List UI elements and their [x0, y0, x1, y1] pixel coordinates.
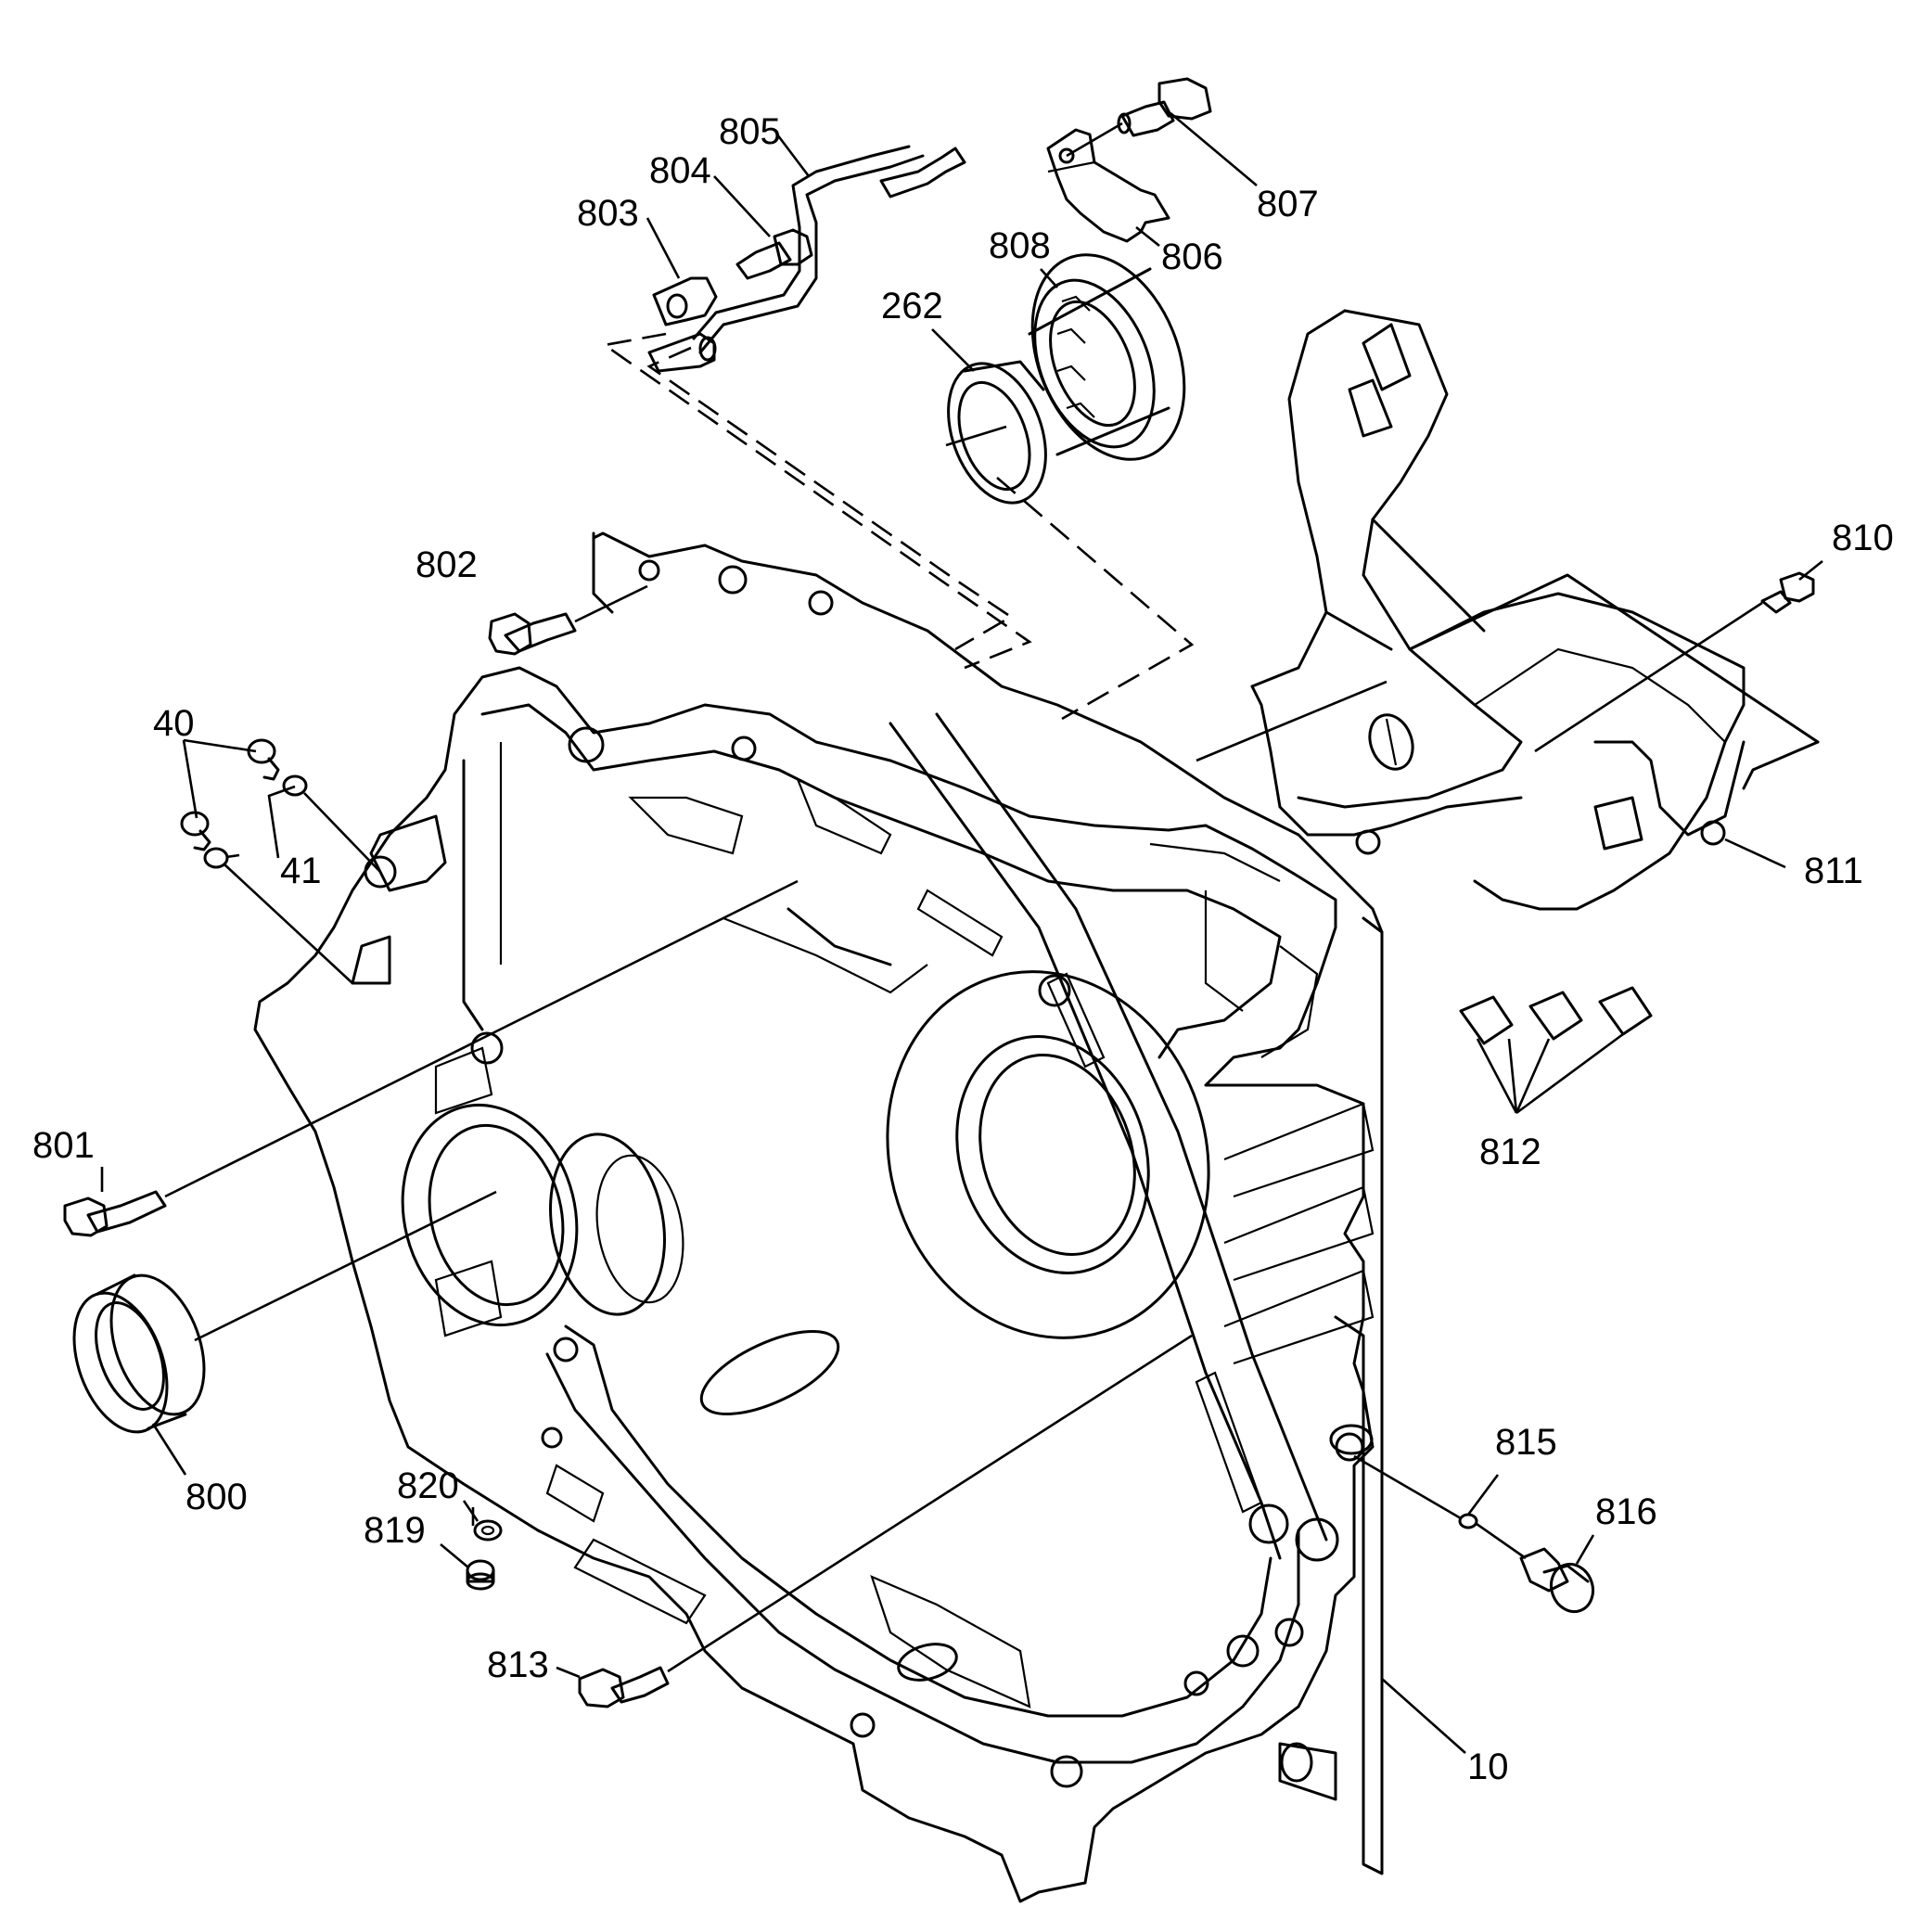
bolt-810	[1534, 571, 1815, 753]
callout-800: 800	[185, 1477, 248, 1517]
callout-812: 812	[1479, 1132, 1541, 1172]
callout-813: 813	[487, 1644, 549, 1685]
bolt-804	[735, 228, 813, 280]
callout-803: 803	[577, 193, 639, 234]
plug-40-upper	[247, 738, 280, 781]
bolt-813	[578, 1334, 1193, 1708]
seal-815	[1458, 1513, 1478, 1529]
bearing-808	[1028, 253, 1186, 461]
oil-seal-800	[72, 1190, 497, 1434]
callout-10: 10	[1467, 1746, 1509, 1787]
seal-41-upper	[282, 774, 308, 797]
plugs-812	[1459, 986, 1653, 1045]
bolt-802	[488, 584, 648, 656]
callout-810: 810	[1832, 518, 1894, 558]
callout-801: 801	[32, 1125, 95, 1166]
callout-820: 820	[397, 1465, 459, 1506]
bracket-806	[1046, 128, 1170, 243]
plug-816	[1519, 1547, 1595, 1614]
bolt-819	[466, 1559, 495, 1591]
callout-804: 804	[649, 150, 711, 191]
callout-811: 811	[1804, 851, 1863, 891]
callout-806: 806	[1161, 237, 1223, 277]
callout-leaders	[100, 112, 1823, 1754]
cover-811	[1250, 309, 1820, 911]
callout-802: 802	[416, 544, 478, 585]
callout-labels: 805 804 803 808 262 807 806 802 810 40 4…	[32, 111, 1894, 1787]
callout-40: 40	[153, 703, 195, 744]
callout-816: 816	[1595, 1491, 1657, 1532]
bolt-807	[1066, 77, 1212, 158]
pipe-805	[647, 145, 966, 373]
callout-815: 815	[1495, 1422, 1557, 1463]
callout-805: 805	[719, 111, 781, 152]
callout-807: 807	[1257, 184, 1319, 224]
callout-808: 808	[989, 225, 1051, 266]
callout-819: 819	[364, 1510, 426, 1551]
seal-41-lower	[203, 847, 229, 869]
washer-262	[947, 360, 1047, 505]
callout-41: 41	[280, 851, 322, 891]
bolt-801	[63, 879, 799, 1237]
callout-262: 262	[881, 286, 943, 326]
transaxle-case-housing	[253, 531, 1384, 1903]
washer-820	[473, 1519, 503, 1542]
clip-803	[652, 276, 718, 326]
